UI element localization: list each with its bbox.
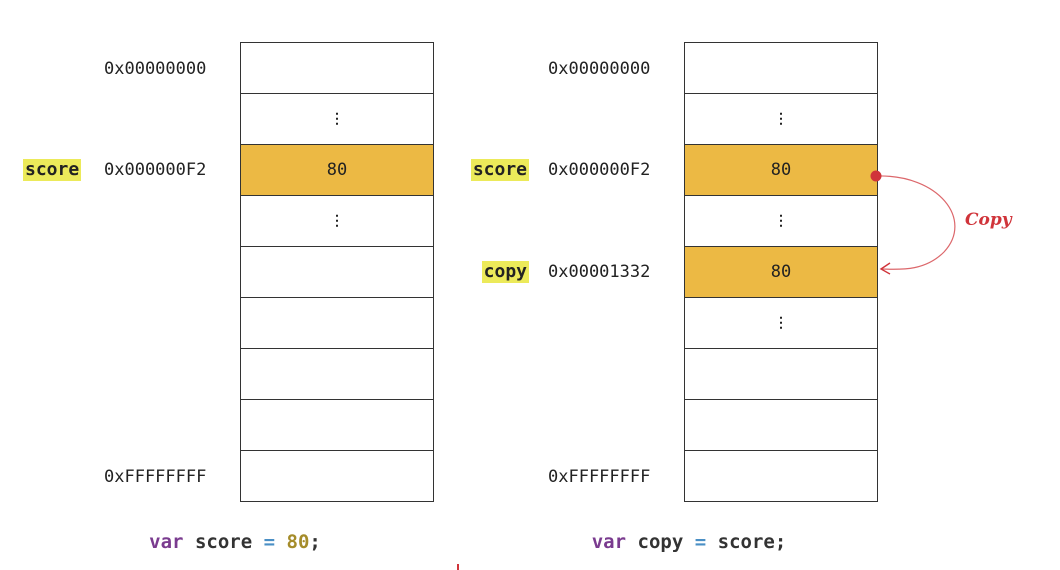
memory-cell bbox=[240, 349, 434, 400]
memory-column: ⋮ 80 ⋮ 80 ⋮ bbox=[684, 42, 878, 502]
memory-cell-score: 80 bbox=[240, 145, 434, 196]
variable-tag-copy: copy bbox=[481, 261, 529, 283]
memory-cell bbox=[240, 43, 434, 94]
ellipsis-dots: ⋮ bbox=[774, 213, 788, 229]
memory-cell bbox=[684, 400, 878, 451]
variable-tag-score: score bbox=[23, 159, 82, 181]
copy-arrow-origin-dot bbox=[870, 170, 882, 182]
memory-cell bbox=[684, 451, 878, 502]
copy-arrow-label: Copy bbox=[965, 210, 1012, 230]
address-bottom: 0xFFFFFFFF bbox=[548, 467, 651, 487]
memory-cell-copy: 80 bbox=[684, 247, 878, 298]
address-score: 0x000000F2 bbox=[104, 160, 207, 180]
ellipsis-dots: ⋮ bbox=[774, 111, 788, 127]
code-identifier: copy bbox=[637, 531, 684, 553]
copy-arrow-head bbox=[879, 262, 891, 275]
memory-cell-score: 80 bbox=[684, 145, 878, 196]
code-terminator: ; bbox=[309, 531, 321, 553]
code-value: 80 bbox=[286, 531, 310, 553]
code-statement: var copy = score; bbox=[504, 531, 874, 553]
cell-value: 80 bbox=[770, 262, 792, 282]
memory-cell bbox=[240, 451, 434, 502]
address-top: 0x00000000 bbox=[548, 59, 651, 79]
memory-cell: ⋮ bbox=[684, 196, 878, 247]
memory-cell: ⋮ bbox=[684, 298, 878, 349]
variable-tag-score: score bbox=[470, 159, 529, 181]
memory-diagram-score: ⋮ 80 ⋮ 0x00000000 0x000000F2 0xFFFFFFFF … bbox=[0, 0, 450, 570]
cell-value: 80 bbox=[770, 160, 792, 180]
cell-value: 80 bbox=[326, 160, 348, 180]
code-value: score bbox=[717, 531, 775, 553]
code-identifier: score bbox=[194, 531, 253, 553]
memory-cell bbox=[240, 298, 434, 349]
memory-cell: ⋮ bbox=[684, 94, 878, 145]
memory-cell bbox=[684, 349, 878, 400]
code-operator: = bbox=[694, 531, 707, 553]
stray-mark bbox=[457, 564, 459, 570]
ellipsis-dots: ⋮ bbox=[774, 315, 788, 331]
address-top: 0x00000000 bbox=[104, 59, 207, 79]
code-keyword: var bbox=[591, 531, 627, 553]
memory-cell: ⋮ bbox=[240, 196, 434, 247]
copy-arrow bbox=[870, 170, 956, 275]
ellipsis-dots: ⋮ bbox=[330, 111, 344, 127]
code-keyword: var bbox=[149, 531, 184, 553]
memory-cell bbox=[240, 247, 434, 298]
address-bottom: 0xFFFFFFFF bbox=[104, 467, 207, 487]
memory-column: ⋮ 80 ⋮ bbox=[240, 42, 434, 502]
code-terminator: ; bbox=[774, 531, 787, 553]
address-score: 0x000000F2 bbox=[548, 160, 651, 180]
memory-diagram-copy: ⋮ 80 ⋮ 80 ⋮ 0x00000000 0x000000F2 0x0000… bbox=[444, 0, 894, 570]
address-copy: 0x00001332 bbox=[548, 262, 651, 282]
memory-cell bbox=[240, 400, 434, 451]
copy-arrow-curve bbox=[875, 175, 956, 270]
ellipsis-dots: ⋮ bbox=[330, 213, 344, 229]
code-statement: var score = 80; bbox=[50, 531, 420, 553]
memory-cell: ⋮ bbox=[240, 94, 434, 145]
memory-cell bbox=[684, 43, 878, 94]
code-operator: = bbox=[263, 531, 276, 553]
